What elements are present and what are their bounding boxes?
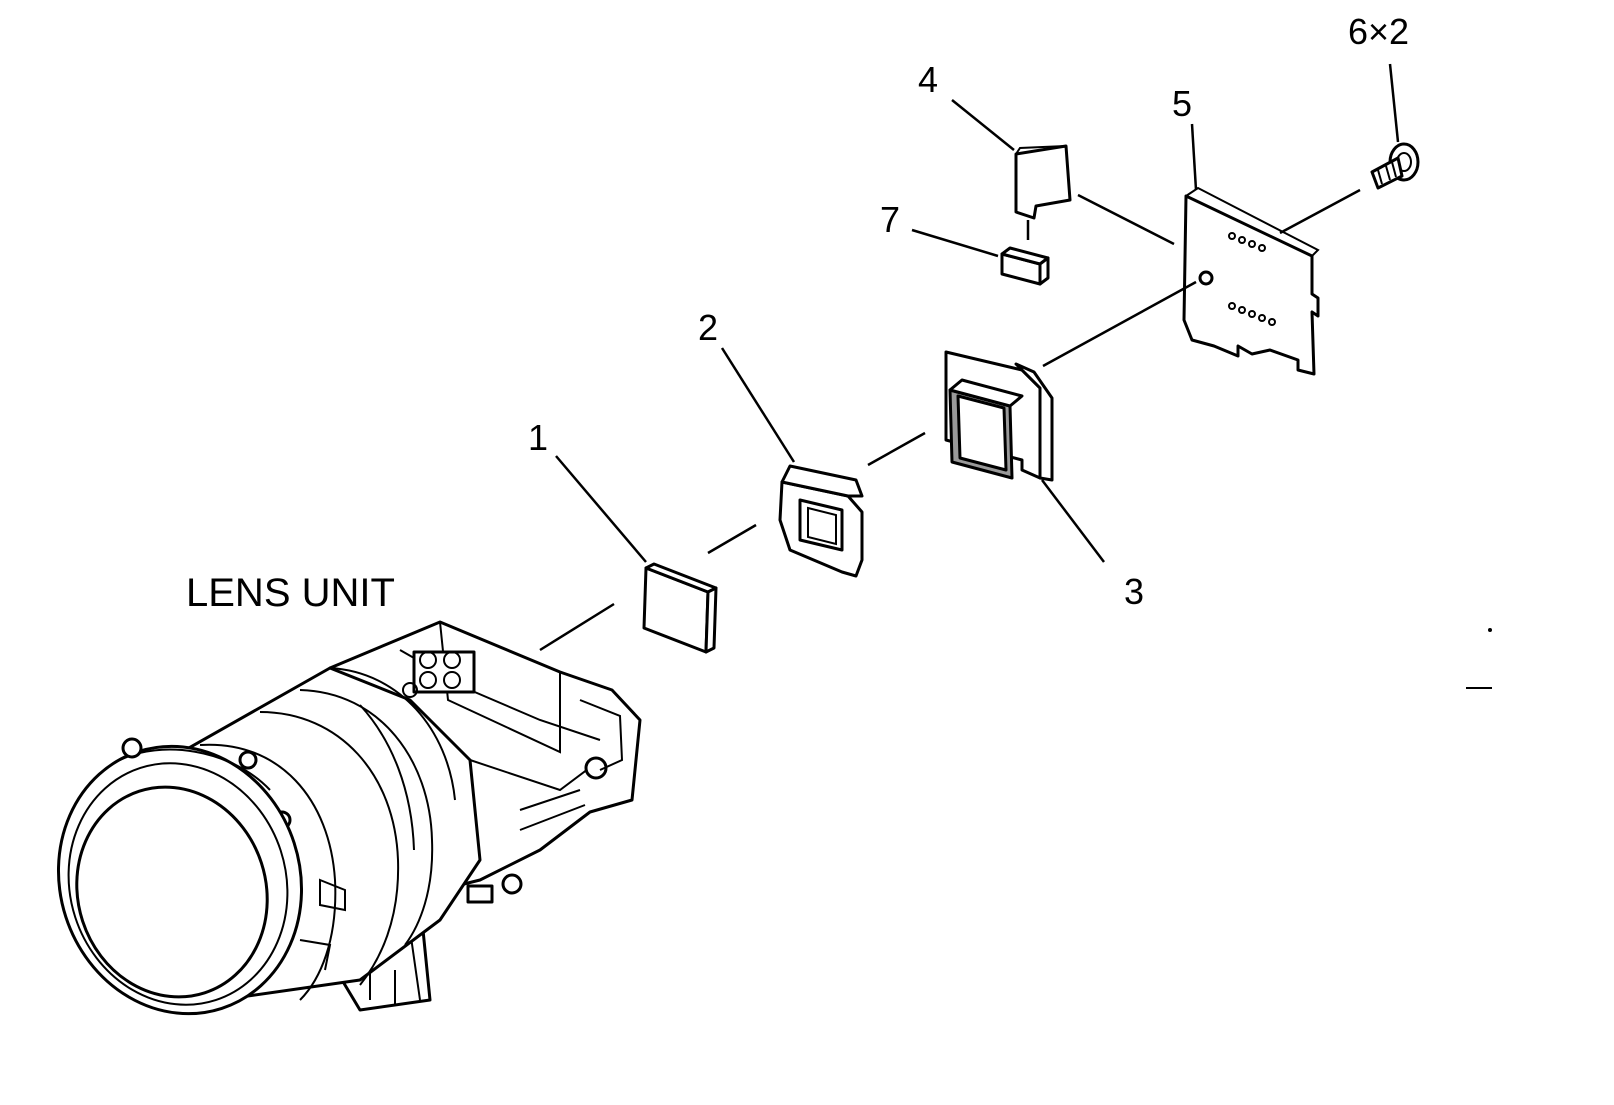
callout-2: 2 [698,307,718,348]
lens-unit-label: LENS UNIT [186,571,395,615]
lens-unit [56,620,642,1016]
callout-3: 3 [1124,571,1144,612]
callout-4: 4 [918,59,938,100]
callout-6: 6×2 [1348,11,1409,52]
part-1-optical-filter [642,562,718,654]
callout-5: 5 [1172,83,1192,124]
assembly-lines [539,188,1361,652]
scan-marks [1466,628,1492,689]
leader-lines [555,63,1400,563]
part-2-gasket [778,464,864,578]
part-7-pad [1000,246,1050,286]
part-6-screw [1370,142,1420,190]
part-5-circuit-board [1182,186,1320,376]
callout-1: 1 [528,417,548,458]
board-contacts [1228,232,1276,326]
part-3-ccd-block [944,350,1054,482]
part-4-insulating-sheet [1014,144,1072,220]
callout-7: 7 [880,199,900,240]
